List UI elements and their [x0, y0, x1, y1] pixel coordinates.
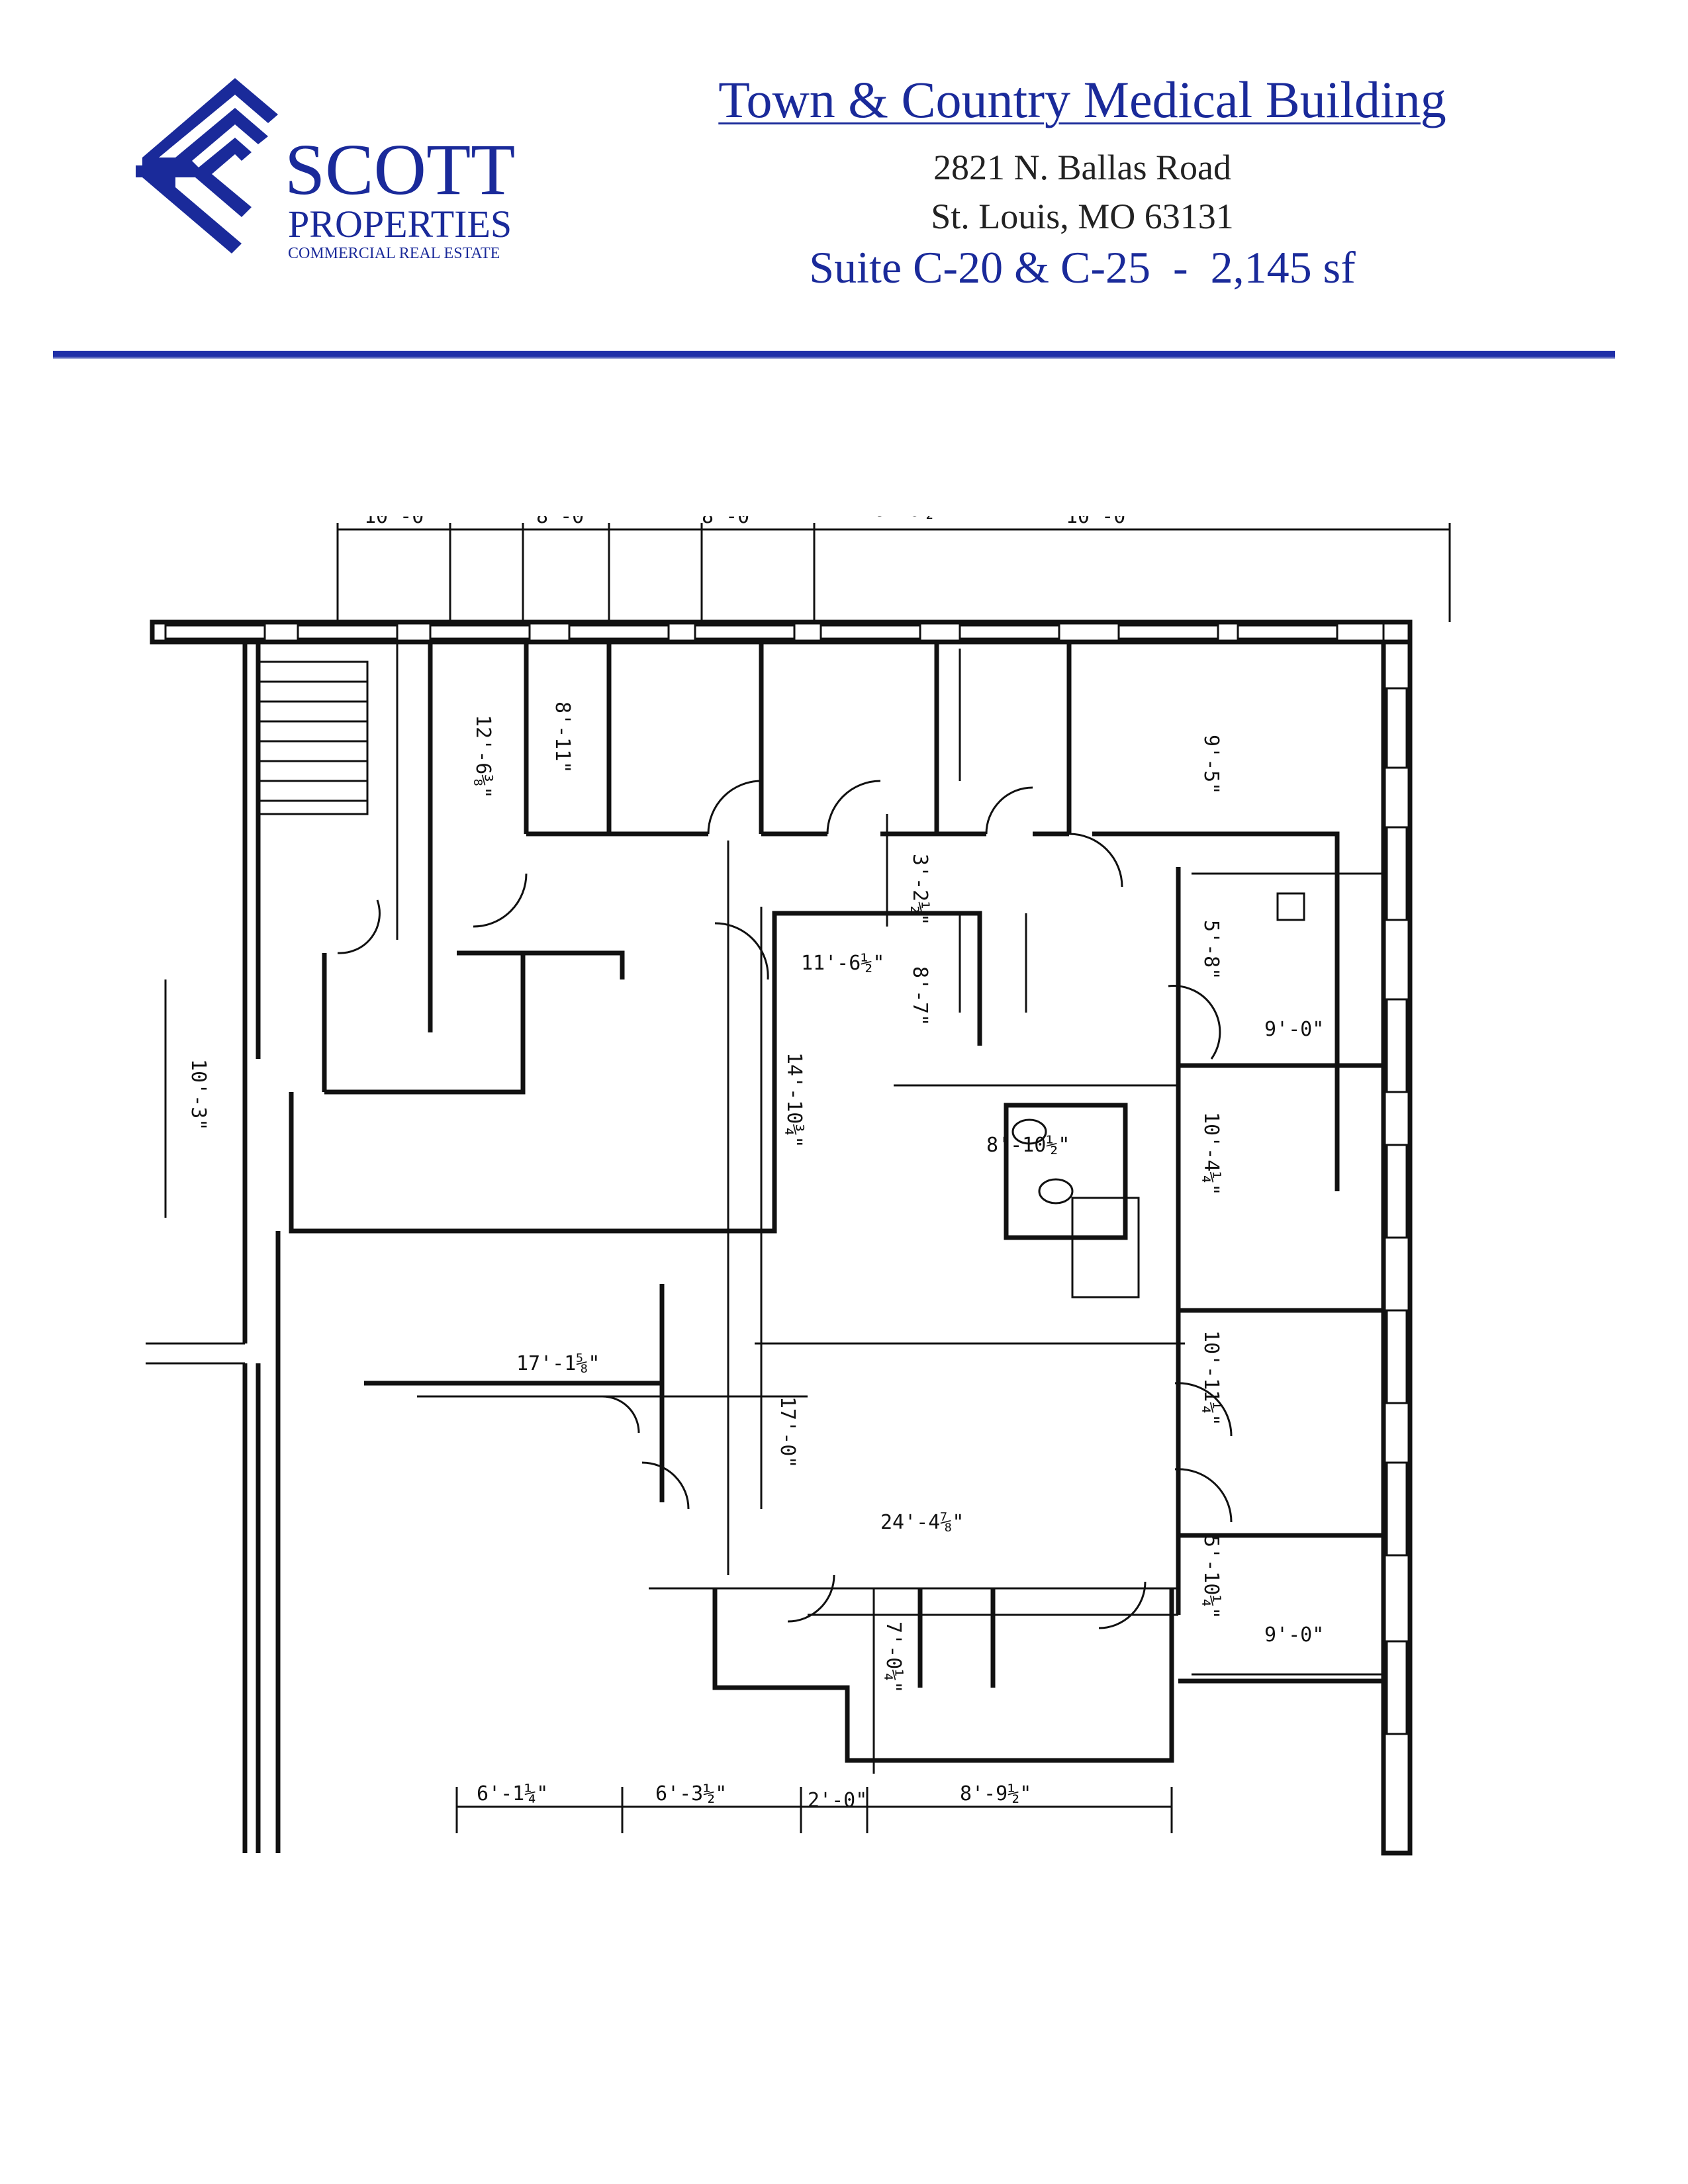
- address-line-2: St. Louis, MO 63131: [931, 197, 1234, 236]
- page-title: Town & Country Medical Building: [718, 71, 1446, 128]
- dim-inner-2: 12'-6⅜": [471, 715, 494, 798]
- dim-top-4: 8'-9½": [874, 516, 945, 522]
- floor-plan: 10'-0" 8'-0" 8'-0" 8'-9½" 10'-0" 9'-5" 5…: [146, 498, 1470, 1866]
- dim-inner-12: 7'-0¼": [882, 1621, 905, 1693]
- dim-inner-10: 17'-0": [776, 1396, 799, 1468]
- logo-tagline: COMMERCIAL REAL ESTATE: [288, 245, 500, 262]
- dim-room-1: 9'-0": [1264, 1018, 1324, 1041]
- dim-room-2: 9'-0": [1264, 1623, 1324, 1647]
- dim-right-1: 9'-5": [1199, 735, 1223, 794]
- logo-chevron-icon: SCOTT PROPERTIES COMMERCIAL REAL ESTATE: [136, 78, 515, 262]
- logo-sub: PROPERTIES: [288, 203, 512, 246]
- dim-inner-7: 10'-3": [187, 1059, 210, 1130]
- dim-bottom-3: 2'-0": [808, 1789, 867, 1812]
- dim-right-4: 10'-11¼": [1199, 1330, 1223, 1426]
- dim-inner-3: 3'-2½": [908, 854, 931, 925]
- dim-top-5: 10'-0": [1066, 516, 1137, 528]
- dim-bottom-1: 6'-1¼": [477, 1782, 548, 1805]
- dim-top-2: 8'-0": [536, 516, 596, 528]
- dim-top-3: 8'-0": [702, 516, 761, 528]
- dim-inner-11: 24'-4⅞": [880, 1511, 964, 1534]
- dim-right-5: 5'-10¼": [1199, 1535, 1223, 1619]
- dim-right-3: 10'-4¼": [1199, 1112, 1223, 1195]
- dim-inner-8: 8'-10½": [986, 1134, 1070, 1157]
- dim-inner-9: 17'-1⅝": [516, 1352, 600, 1375]
- dim-right-2: 5'-8": [1199, 920, 1223, 979]
- floor-plan-drawing: 10'-0" 8'-0" 8'-0" 8'-9½" 10'-0" 9'-5" 5…: [146, 498, 1451, 1856]
- header-divider: [53, 351, 1615, 359]
- dim-inner-5: 8'-7": [908, 966, 931, 1026]
- dim-inner-4: 11'-6½": [801, 952, 884, 975]
- dim-bottom-4: 8'-9½": [960, 1782, 1031, 1805]
- suite-info: Suite C-20 & C-25 - 2,145 sf: [809, 242, 1356, 293]
- address-line-1: 2821 N. Ballas Road: [933, 148, 1231, 187]
- logo-name: SCOTT: [285, 129, 515, 210]
- dim-bottom-2: 6'-3½": [655, 1782, 727, 1805]
- dim-inner-6: 14'-10¾": [782, 1052, 806, 1148]
- scott-properties-logo: SCOTT PROPERTIES COMMERCIAL REAL ESTATE: [136, 78, 546, 270]
- dim-inner-1: 8'-11": [551, 702, 574, 773]
- dim-top-1: 10'-0": [364, 516, 436, 528]
